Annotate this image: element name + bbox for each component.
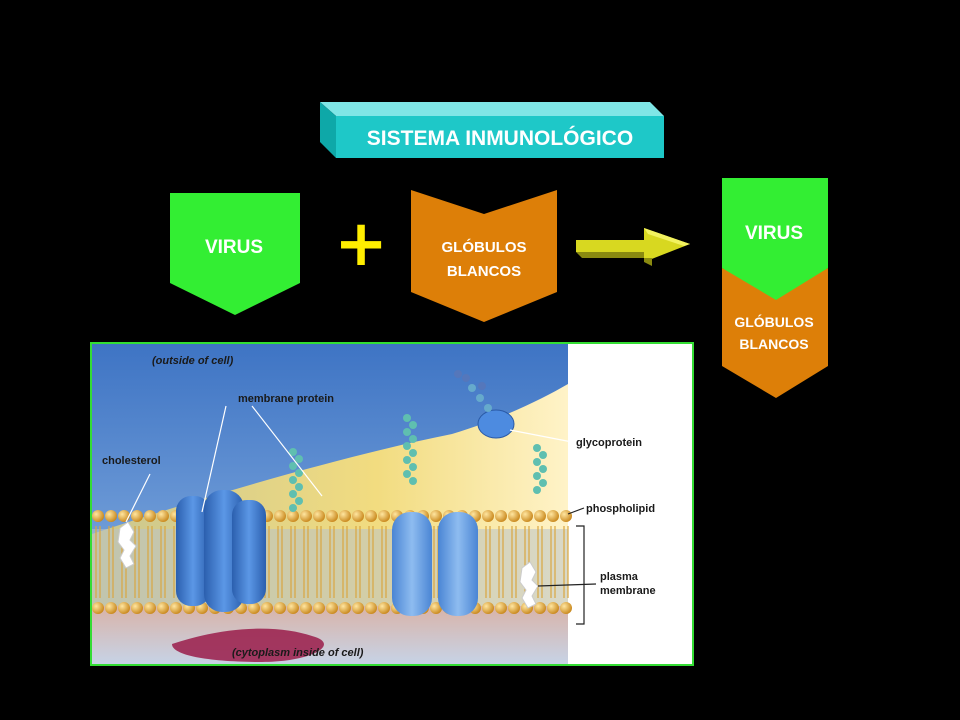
- label-outside-of-cell: (outside of cell): [152, 355, 234, 367]
- plus-sign: +: [334, 207, 388, 281]
- globulos-label-line2: BLANCOS: [447, 263, 521, 280]
- result-globulos-line2: BLANCOS: [739, 336, 808, 352]
- label-cholesterol: cholesterol: [102, 455, 161, 467]
- result-globulos-line1: GLÓBULOS: [734, 313, 813, 330]
- arrow-right-icon: [576, 228, 690, 266]
- phospholipid-heads-bottom: [92, 602, 572, 614]
- label-plasma: plasma: [600, 571, 639, 583]
- membrane-illustration: (outside of cell) membrane protein chole…: [92, 344, 692, 664]
- title-text: SISTEMA INMUNOLÓGICO: [367, 126, 633, 150]
- title-banner: SISTEMA INMUNOLÓGICO: [320, 102, 664, 158]
- phospholipid-heads-top: [92, 510, 572, 522]
- membrane-protein-large: [176, 490, 266, 612]
- label-glycoprotein: glycoprotein: [576, 437, 642, 449]
- label-membrane: membrane: [600, 585, 656, 597]
- label-membrane-protein: membrane protein: [238, 393, 334, 405]
- label-cytoplasm: (cytoplasm inside of cell): [232, 647, 364, 659]
- virus-label: VIRUS: [205, 237, 263, 258]
- glycolipid-sugar-chains: [289, 414, 547, 512]
- label-phospholipid: phospholipid: [586, 503, 655, 515]
- membrane-protein-channel: [392, 512, 478, 616]
- pointer-lines: [125, 405, 573, 523]
- membrane-figure: (outside of cell) membrane protein chole…: [90, 342, 694, 666]
- globulos-shape: GLÓBULOS BLANCOS: [411, 190, 557, 322]
- virus-shape: VIRUS: [170, 193, 300, 315]
- result-virus-label: VIRUS: [745, 223, 803, 244]
- cholesterol-molecule: [117, 521, 539, 609]
- result-stack: VIRUS GLÓBULOS BLANCOS: [722, 178, 828, 398]
- glycoprotein-molecule: [454, 370, 515, 439]
- globulos-label-line1: GLÓBULOS: [442, 238, 527, 256]
